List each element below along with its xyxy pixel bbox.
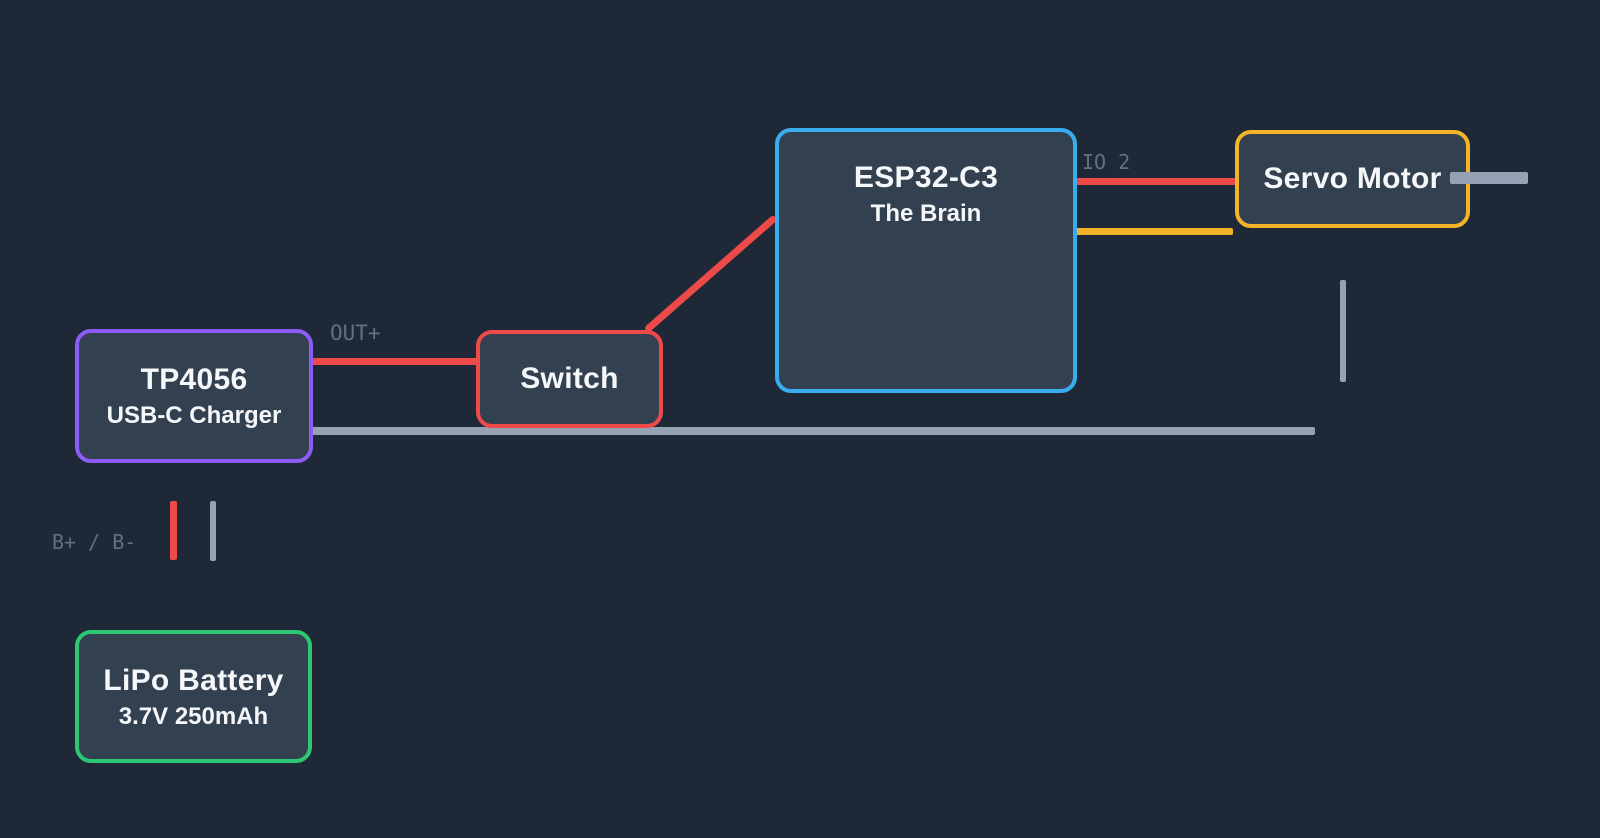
node-esp32-brain[interactable]: ESP32-C3 The Brain (775, 128, 1077, 393)
node-title: TP4056 (140, 363, 248, 396)
wire-red-esp32-to-servo[interactable] (1074, 178, 1238, 185)
wire-label-out-plus[interactable]: OUT+ (330, 321, 381, 345)
node-title: Servo Motor (1263, 162, 1442, 195)
node-subtitle: 3.7V 250mAh (118, 702, 269, 730)
wire-red-battery-bplus-tick[interactable] (170, 501, 177, 560)
wire-gray-battery-bminus-tick[interactable] (210, 501, 216, 561)
wire-red-tp4056-to-switch[interactable] (311, 358, 480, 365)
wire-gray-vertical-right[interactable] (1340, 280, 1346, 382)
node-tp4056-charger[interactable]: TP4056 USB-C Charger (75, 329, 313, 463)
wire-red-switch-to-esp32[interactable] (643, 214, 778, 334)
node-lipo-battery[interactable]: LiPo Battery 3.7V 250mAh (75, 630, 312, 763)
node-title: ESP32-C3 (853, 161, 999, 194)
node-subtitle: USB-C Charger (106, 402, 282, 429)
node-servo-motor[interactable]: Servo Motor (1235, 130, 1470, 228)
wire-yellow-esp32-to-servo[interactable] (1074, 228, 1233, 235)
wire-gray-ground-bus[interactable] (311, 427, 1315, 435)
node-title: Switch (520, 362, 619, 395)
node-switch[interactable]: Switch (476, 330, 663, 428)
node-title: LiPo Battery (103, 663, 284, 697)
wire-gray-servo-cable-stub[interactable] (1450, 172, 1528, 184)
wire-label-battery-terminals[interactable]: B+ / B- (52, 530, 137, 554)
node-subtitle: The Brain (870, 200, 982, 227)
wire-label-io2[interactable]: IO 2 (1082, 150, 1131, 174)
